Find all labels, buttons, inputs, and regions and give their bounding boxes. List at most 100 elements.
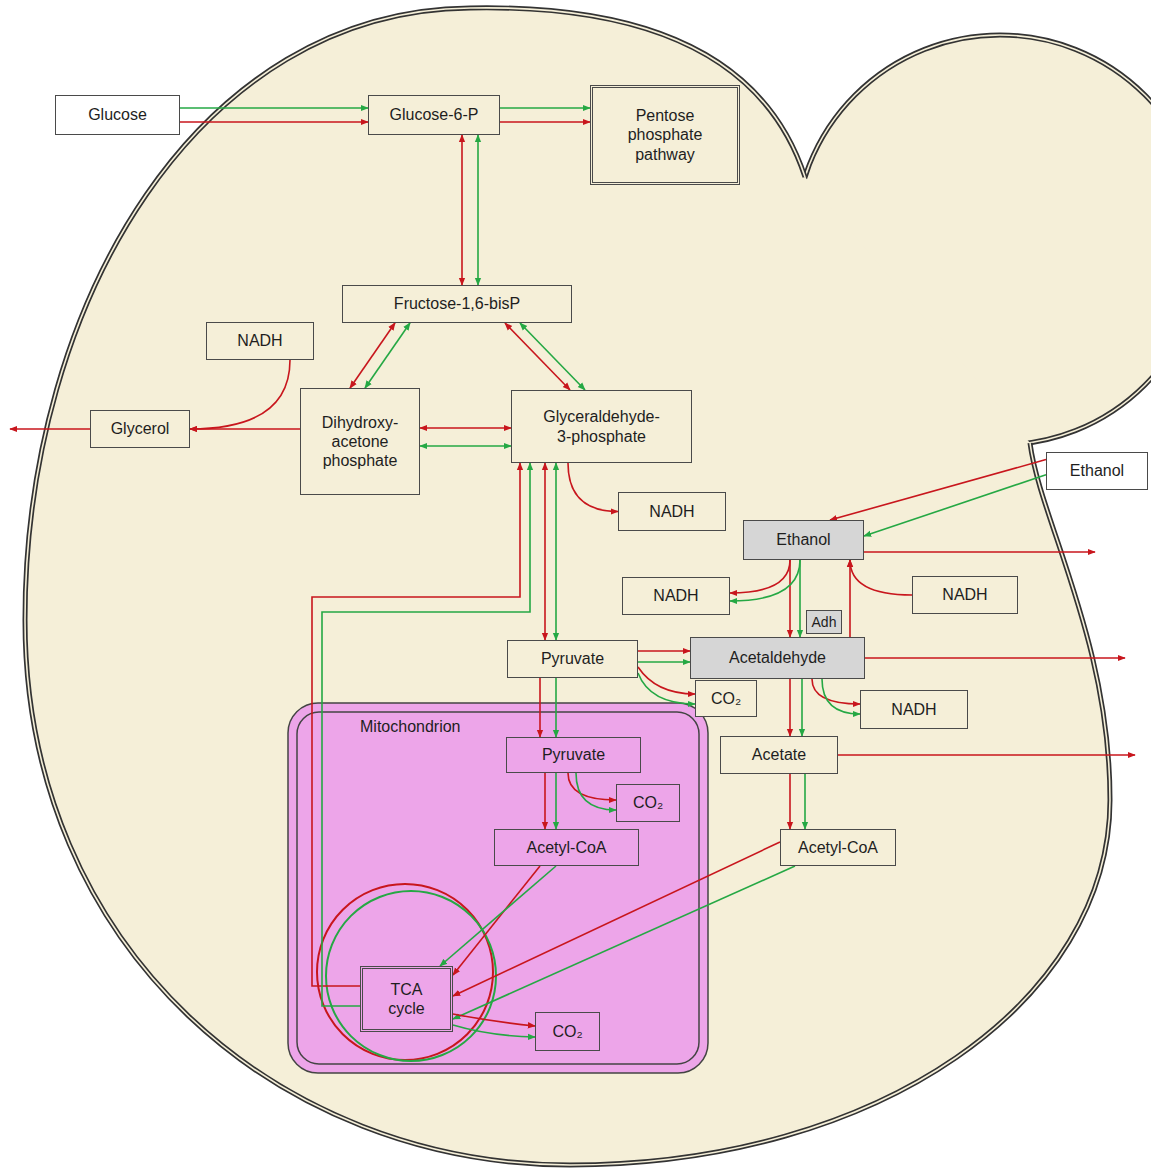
arrow-line: [555, 773, 557, 829]
arrow-line: [500, 121, 590, 123]
reaction-arrow: [540, 678, 556, 737]
metabolite-label: Dihydroxy- acetone phosphate: [307, 413, 413, 471]
metabolite-box: NADH: [622, 577, 730, 615]
export-arrow: [864, 551, 1095, 553]
metabolite-label: NADH: [891, 700, 936, 719]
reaction-arrow: [545, 773, 556, 829]
metabolite-label: Glyceraldehyde- 3-phosphate: [539, 407, 664, 445]
organelle-region: MitochondrionPyruvateCO₂ Acetyl-CoA TCA cy…: [288, 703, 708, 1073]
arrow-line: [477, 135, 479, 285]
metabolite-label: Glycerol: [111, 419, 170, 438]
metabolite-label: NADH: [649, 502, 694, 521]
reaction-arrow: [180, 108, 368, 122]
metabolite-box: Pyruvate: [506, 737, 641, 773]
arrow-line: [555, 678, 557, 737]
pathway-box: Pentose phosphate pathway: [590, 85, 740, 185]
reaction-arrow: [500, 108, 590, 122]
metabolite-label: Glucose: [88, 105, 147, 124]
reaction-arrow: [420, 428, 511, 446]
metabolite-label: Acetate: [752, 745, 806, 764]
mitochondrion-inner-membrane: [297, 712, 699, 1064]
arrow-line: [520, 323, 585, 390]
reaction-arrow: [440, 866, 556, 975]
metabolite-label: Acetyl-CoA: [526, 838, 606, 857]
cell-membrane: [25, 8, 1110, 1165]
reaction-arrow: [812, 679, 860, 714]
reaction-arrow: [850, 560, 851, 637]
reaction-arrow: [545, 463, 556, 640]
metabolite-box: CO₂: [695, 680, 757, 717]
arrow-line: [544, 463, 546, 640]
metabolite-box: NADH: [618, 492, 726, 531]
reaction-arrow: [312, 463, 530, 1006]
arrow-line: [850, 560, 912, 595]
metabolite-box: Acetaldehyde: [690, 637, 865, 679]
metabolite-label: Glucose-6-P: [390, 105, 479, 124]
metabolite-box: Acetyl-CoA: [780, 829, 896, 866]
arrow-line: [730, 560, 800, 601]
arrow-line: [453, 1014, 535, 1026]
arrow-line: [789, 679, 791, 736]
metabolite-box: Dihydroxy- acetone phosphate: [300, 388, 420, 495]
metabolite-box: CO₂: [535, 1012, 600, 1051]
arrow-line: [440, 866, 556, 966]
export-arrow: [838, 754, 1135, 756]
arrow-line: [180, 107, 368, 109]
reaction-arrow: [505, 323, 585, 390]
arrow-line: [453, 866, 795, 1019]
arrow-line: [180, 121, 368, 123]
metabolite-box: CO₂: [616, 784, 680, 822]
reaction-arrow: [638, 651, 690, 662]
metabolite-label: Ethanol: [1070, 461, 1124, 480]
metabolite-box: Acetyl-CoA: [494, 829, 639, 866]
arrow-line: [822, 679, 860, 714]
arrow-line: [555, 463, 557, 640]
reaction-arrow: [850, 560, 912, 595]
metabolite-box: Fructose-1,6-bisP: [342, 285, 572, 323]
export-arrow: [10, 428, 90, 430]
reaction-arrow: [190, 360, 290, 429]
region-heading: Mitochondrion: [360, 717, 461, 736]
arrow-line: [638, 667, 695, 694]
arrow-line: [420, 427, 511, 429]
metabolite-label: Acetyl-CoA: [798, 838, 878, 857]
metabolite-box: Ethanol: [743, 520, 864, 560]
arrow-line: [544, 773, 546, 829]
metabolite-label: Pentose phosphate pathway: [599, 106, 731, 164]
arrow-line: [312, 463, 520, 986]
arrow-line: [420, 445, 511, 447]
arrow-line: [730, 560, 790, 593]
arrow-line: [190, 360, 290, 429]
arrow-line: [461, 135, 463, 285]
tca-cycle-ring: [326, 891, 496, 1061]
reaction-arrow: [638, 667, 695, 704]
mitochondrion-outer-membrane: [288, 703, 708, 1073]
reaction-arrow: [568, 463, 618, 512]
metabolite-box: Ethanol: [1046, 452, 1148, 490]
metabolite-label: Acetaldehyde: [729, 648, 826, 667]
metabolite-box: NADH: [912, 576, 1018, 614]
arrow-line: [453, 1025, 535, 1037]
reaction-arrow: [453, 1014, 535, 1037]
enzyme-box: Adh: [806, 610, 842, 634]
metabolite-label: Ethanol: [776, 530, 830, 549]
arrow-line: [812, 679, 860, 704]
metabolite-label: Adh: [812, 614, 837, 631]
reaction-arrow: [462, 135, 478, 285]
arrow-line: [804, 774, 806, 829]
pathway-box: TCA cycle: [360, 966, 453, 1032]
cell-membrane-inner: [25, 8, 1110, 1165]
metabolite-label: NADH: [942, 585, 987, 604]
metabolite-label: CO₂: [552, 1022, 582, 1041]
metabolite-box: Glycerol: [90, 410, 190, 448]
arrow-line: [568, 773, 616, 800]
arrow-line: [789, 560, 791, 637]
arrow-line: [638, 650, 690, 652]
reaction-arrow: [730, 560, 800, 601]
metabolite-label: NADH: [237, 331, 282, 350]
arrow-line: [638, 673, 695, 704]
arrow-line: [638, 661, 690, 663]
metabolite-box: Acetate: [720, 736, 838, 774]
arrow-line: [505, 323, 570, 390]
